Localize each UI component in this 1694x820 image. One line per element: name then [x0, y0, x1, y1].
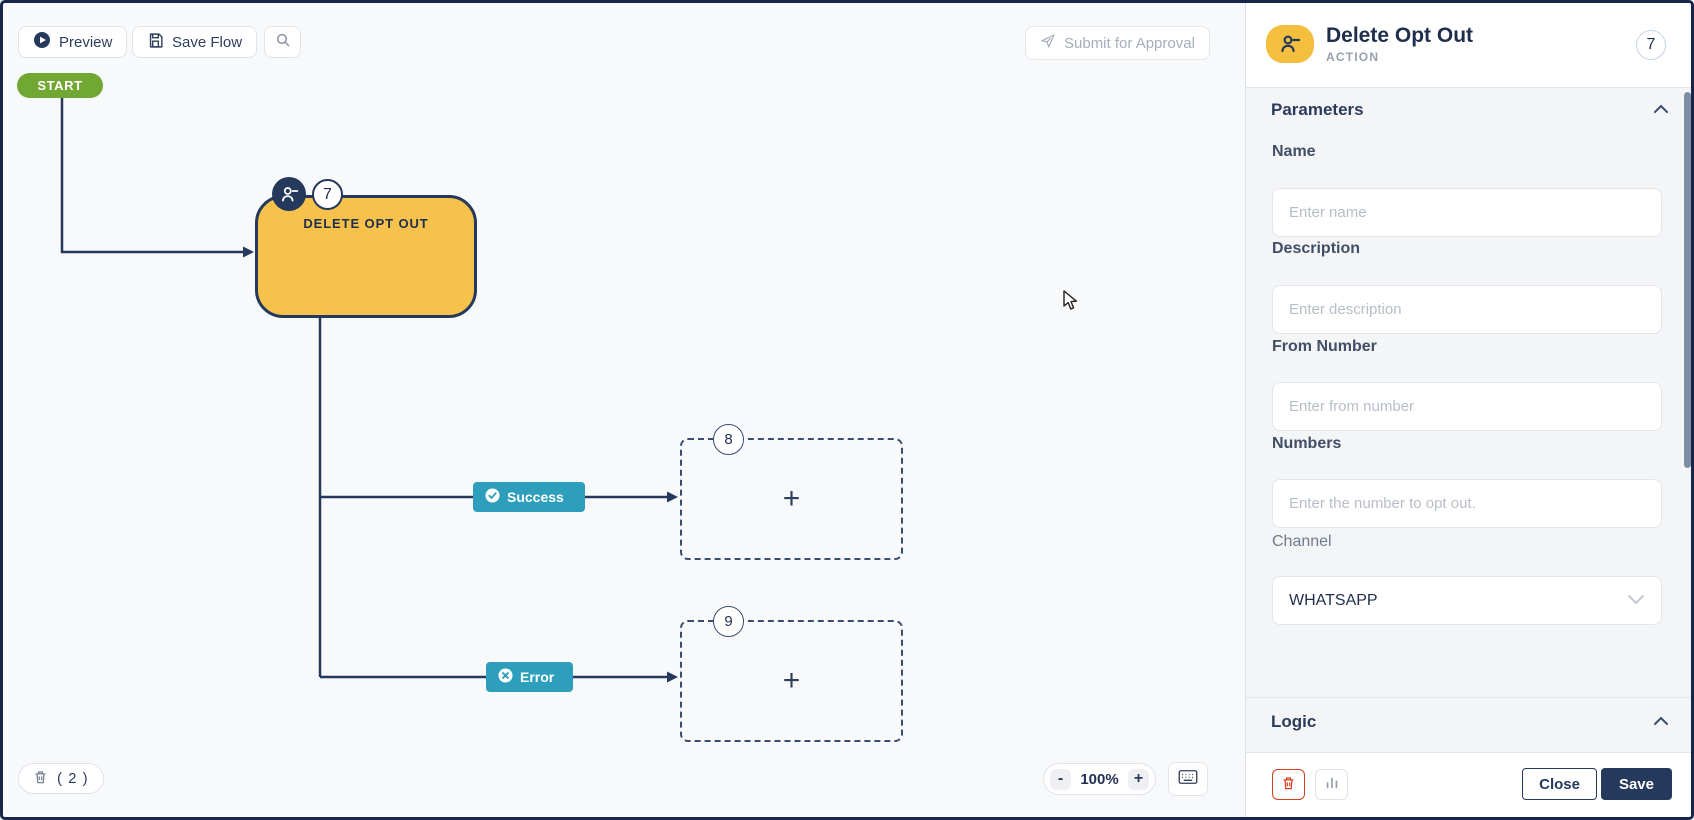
person-minus-icon [272, 177, 306, 211]
send-icon [1040, 33, 1056, 53]
x-circle-icon [498, 668, 513, 686]
placeholder-number: 8 [724, 431, 733, 448]
add-step-placeholder-9[interactable]: 9 + [680, 606, 903, 742]
error-label: Error [520, 669, 555, 685]
node-title: DELETE OPT OUT [303, 216, 429, 231]
trash-icon [33, 769, 48, 789]
success-label: Success [507, 489, 564, 505]
start-node[interactable]: START [17, 73, 103, 98]
panel-subtitle: ACTION [1326, 50, 1380, 64]
chevron-up-icon[interactable] [1653, 101, 1669, 119]
placeholder-number: 9 [724, 613, 733, 630]
panel-title: Delete Opt Out [1326, 24, 1474, 47]
zoom-control: - 100% + [1043, 763, 1156, 795]
submit-for-approval-label: Submit for Approval [1064, 34, 1195, 52]
description-label: Description [1272, 240, 1361, 257]
delete-node-button[interactable] [1272, 769, 1305, 800]
channel-value: WHATSAPP [1289, 591, 1378, 609]
close-label: Close [1539, 775, 1580, 793]
search-icon [275, 32, 291, 52]
mouse-cursor [1063, 290, 1083, 317]
save-button[interactable]: Save [1600, 768, 1672, 800]
save-flow-label: Save Flow [172, 33, 243, 51]
section-divider [1246, 697, 1694, 698]
save-label: Save [1618, 775, 1654, 793]
numbers-label: Numbers [1272, 435, 1342, 452]
logic-section-header[interactable]: Logic [1271, 712, 1669, 732]
success-branch-badge[interactable]: Success [473, 482, 585, 512]
zoom-level: 100% [1080, 770, 1119, 788]
close-button[interactable]: Close [1522, 768, 1597, 800]
name-input[interactable] [1272, 188, 1662, 237]
save-icon [147, 32, 164, 53]
deleted-count: ( 2 ) [57, 770, 89, 787]
deleted-items-button[interactable]: ( 2 ) [18, 763, 104, 794]
logic-title: Logic [1271, 712, 1317, 731]
analytics-button[interactable] [1315, 769, 1348, 800]
node-config-panel: Delete Opt Out ACTION 7 Parameters Name … [1246, 0, 1694, 820]
keyboard-shortcuts-button[interactable] [1168, 762, 1208, 796]
node-number: 7 [1646, 36, 1656, 53]
connector-lines [60, 98, 678, 683]
channel-select[interactable]: WHATSAPP [1272, 576, 1662, 625]
panel-footer: Close Save [1246, 752, 1694, 820]
panel-header: Delete Opt Out ACTION 7 [1246, 0, 1694, 88]
parameters-title: Parameters [1271, 100, 1364, 119]
from-number-input[interactable] [1272, 382, 1662, 431]
add-step-placeholder-8[interactable]: 8 + [680, 424, 903, 560]
from-number-label: From Number [1272, 338, 1377, 355]
search-button[interactable] [264, 26, 301, 58]
placeholder-number-badge: 9 [713, 606, 744, 637]
person-minus-icon [1266, 25, 1314, 63]
plus-icon: + [782, 482, 801, 515]
play-circle-icon [33, 31, 51, 53]
node-number-badge: 7 [312, 179, 343, 210]
node-number-badge: 7 [1636, 30, 1666, 60]
node-delete-opt-out[interactable]: DELETE OPT OUT [255, 195, 477, 318]
description-input[interactable] [1272, 285, 1662, 334]
placeholder-number-badge: 8 [713, 424, 744, 455]
chevron-up-icon[interactable] [1653, 713, 1669, 731]
zoom-out-button[interactable]: - [1050, 768, 1071, 790]
zoom-in-button[interactable]: + [1128, 768, 1149, 790]
trash-icon [1281, 775, 1296, 794]
keyboard-icon [1178, 769, 1198, 789]
flow-canvas[interactable]: Preview Save Flow Submit for Approval ST… [0, 0, 1246, 820]
name-label: Name [1272, 143, 1316, 160]
node-number: 7 [323, 185, 332, 203]
plus-icon: + [782, 664, 801, 697]
check-circle-icon [485, 488, 500, 506]
numbers-input[interactable] [1272, 479, 1662, 528]
chevron-down-icon [1627, 592, 1645, 610]
channel-label: Channel [1272, 533, 1332, 550]
preview-button[interactable]: Preview [18, 26, 128, 58]
bar-chart-icon [1324, 775, 1340, 794]
save-flow-button[interactable]: Save Flow [132, 26, 258, 58]
preview-label: Preview [59, 33, 113, 51]
submit-for-approval-button[interactable]: Submit for Approval [1025, 26, 1210, 60]
parameters-section-header[interactable]: Parameters [1271, 100, 1669, 120]
error-branch-badge[interactable]: Error [486, 662, 573, 692]
start-label: START [37, 78, 83, 93]
panel-scrollbar[interactable] [1684, 92, 1691, 468]
